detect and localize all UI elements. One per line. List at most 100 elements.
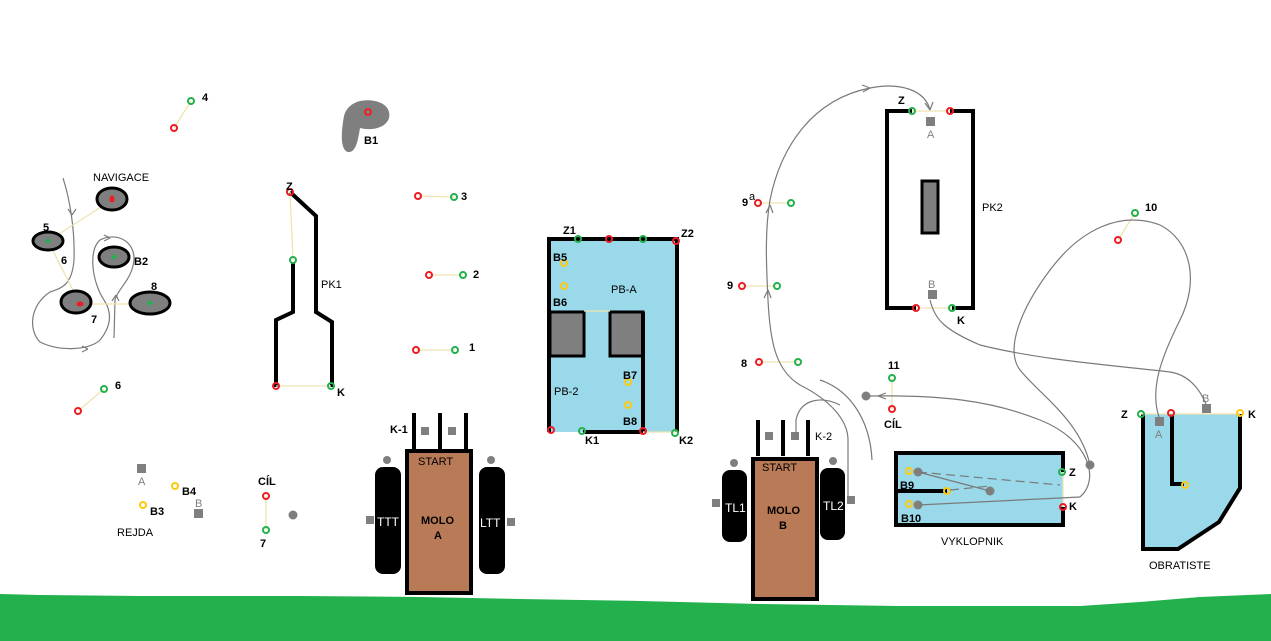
finish-right: 11 CÍL [861,360,902,431]
red-buoy [1167,409,1175,417]
pb-label-b5: B5 [553,252,567,264]
pk2-label-k: K [957,315,965,327]
ground [0,594,1271,641]
pk2-area: Z A B K PK2 [885,95,1003,327]
nav-num-5: 5 [43,222,49,234]
mooring-a [137,464,146,473]
cil-right-label: CÍL [884,418,902,431]
nav-num-7: 7 [91,314,97,326]
obratiste-label: OBRATISTE [1149,560,1211,572]
molo-a: K-1 START MOLO A TTT LTT [366,413,515,595]
pb-label-b6: B6 [553,297,567,309]
molo-b: K-2 START MOLO B TL1 TL2 [712,420,855,601]
vyk-label-b10: B10 [901,513,921,525]
molo-b-label-2: B [779,520,787,532]
gate-9-label: 9 [727,280,733,292]
obr-label-b: B [1202,393,1209,405]
gate-6-label: 6 [115,380,121,392]
pb-label-2: PB-2 [554,386,578,398]
yellow-buoy-b3 [139,501,147,509]
pb-area: Z1 Z2 B5 B6 PB-A PB-2 B7 B8 K1 K2 [547,225,694,447]
pk1-area: Z K PK1 [272,181,345,399]
gate-3: 3 [414,191,467,203]
obr-label-k: K [1248,409,1256,421]
navigace-area: NAVIGACE 5 6 7 8 B2 [31,172,172,353]
gate-9: 9 [727,280,781,292]
b1-label: B1 [364,135,378,147]
molo-a-right: LTT [480,516,501,530]
gate-4-label: 4 [202,92,209,104]
gate-10-label: 10 [1145,202,1157,214]
rejda-label-b3: B3 [150,506,164,518]
molo-b-right: TL2 [823,499,844,513]
mooring-dot [288,510,298,520]
finish-left: CÍL 7 [258,475,298,550]
gate-3-label: 3 [461,191,467,203]
molo-b-start: START [762,462,797,474]
yellow-buoy [1236,409,1244,417]
molo-b-k2: K-2 [815,431,832,443]
navigace-buoy-7 [59,289,93,315]
vyk-label-b9: B9 [900,480,914,492]
gate-9a-label: 9 [742,197,748,209]
pb-label-k1: K1 [585,435,599,447]
molo-b-label-1: MOLO [767,505,800,517]
route-paths [763,84,1207,500]
nav-num-8: 8 [151,281,157,293]
obr-label-a: A [1155,429,1163,441]
rejda-area: A B B4 B3 REJDA [117,464,203,539]
pk2-label-z: Z [898,95,905,107]
vyklopnik-label: VYKLOPNIK [941,536,1004,548]
nav-num-6: 6 [61,255,67,267]
pb-label-z2: Z2 [681,228,694,240]
vyk-label-z: Z [1069,467,1076,479]
green-buoy [671,429,679,437]
pk2-label-b: B [928,279,935,291]
gate-4: 4 [170,92,209,132]
pb-label-k2: K2 [679,435,693,447]
gate-10: 10 [1114,202,1157,244]
cil-right-num: 11 [888,360,900,372]
pb-label-a: PB-A [611,284,637,296]
gate-8: 8 [741,358,802,370]
vyk-label-k: K [1069,501,1077,513]
cil-left-label: CÍL [258,475,276,488]
obstacle-b1: B1 [341,100,390,153]
gate-9a: 9 a [742,191,795,209]
mooring-b [194,509,203,518]
molo-a-label-1: MOLO [421,515,454,527]
molo-a-start: START [418,456,453,468]
gate-9a-sup: a [749,191,756,203]
rejda-label-b4: B4 [182,486,197,498]
pb-label-z1: Z1 [563,225,576,237]
pb-label-b7: B7 [623,370,637,382]
navigace-path [32,177,135,350]
obr-label-z: Z [1121,409,1128,421]
gate-2-label: 2 [473,269,479,281]
pb-label-b8: B8 [623,416,637,428]
rejda-label-a: A [138,476,146,488]
yellow-buoy-b4 [171,482,179,490]
rejda-label: REJDA [117,527,154,539]
gate-8-label: 8 [741,358,747,370]
gate-1-label: 1 [469,342,475,354]
navigace-label: NAVIGACE [93,172,149,184]
molo-a-label-2: A [434,530,442,542]
gate-6: 6 [74,380,121,415]
pk2-label-a: A [927,129,935,141]
rejda-label-b: B [195,498,202,510]
pk1-label: PK1 [321,279,342,291]
pk2-label: PK2 [982,202,1003,214]
vyklopnik-area: Z K B9 B10 VYKLOPNIK [894,451,1095,548]
nav-label-b2: B2 [134,256,148,268]
cil-left-num: 7 [260,538,266,550]
pk1-label-k: K [337,387,345,399]
molo-a-left: TTT [377,515,400,529]
molo-b-left: TL1 [725,501,746,515]
molo-a-k1: K-1 [390,424,408,436]
pk1-label-z: Z [286,181,293,193]
gate-2: 2 [425,269,479,281]
gate-1: 1 [412,342,475,354]
obratiste-area: Z K A B OBRATISTE [1121,393,1256,572]
